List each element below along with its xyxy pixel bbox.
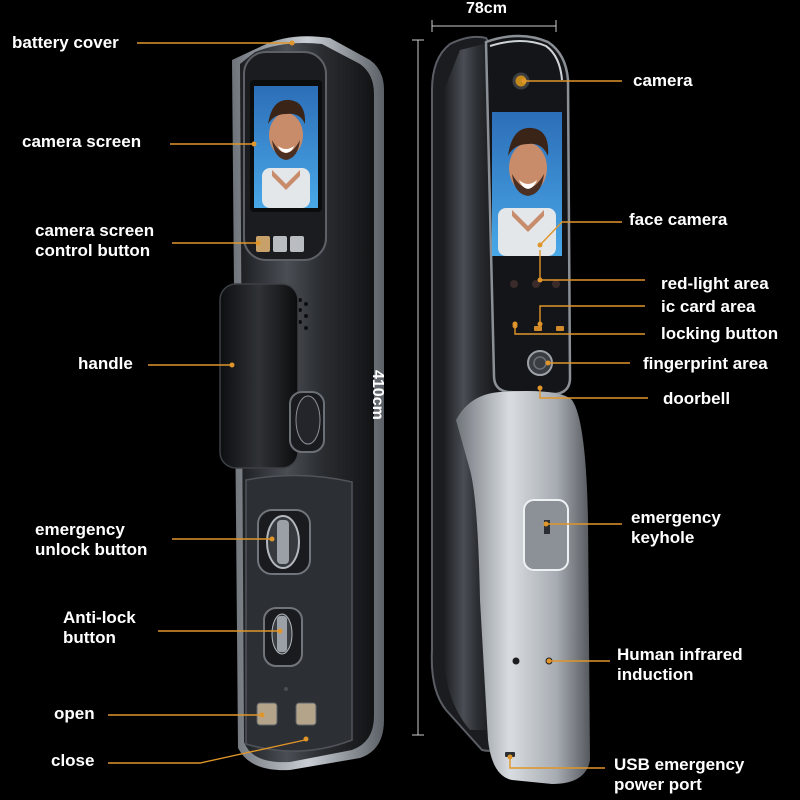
- label-emergency-unlock-1: emergency: [35, 520, 125, 539]
- emergency-keyhole-cover: [523, 499, 569, 571]
- handle-shape: [219, 283, 325, 469]
- rear-lock-body: [430, 34, 590, 784]
- label-emergency-unlock-2: unlock button: [35, 540, 148, 559]
- label-usb-port-2: power port: [614, 775, 702, 794]
- label-doorbell: doorbell: [663, 389, 731, 408]
- width-dimension: 78cm: [466, 0, 507, 17]
- label-handle: handle: [78, 354, 133, 373]
- anti-lock-knob: [263, 607, 303, 667]
- label-red-light-area: red-light area: [661, 274, 769, 293]
- label-open: open: [54, 704, 95, 723]
- label-usb-port-1: USB emergency: [614, 755, 745, 774]
- height-dimension: 410cm: [369, 370, 386, 420]
- label-ic-card-area: ic card area: [661, 297, 756, 316]
- face-photo-front: [262, 99, 310, 208]
- front-lock-body: [219, 36, 384, 771]
- label-human-infrared-2: induction: [617, 665, 694, 684]
- screen-control-buttons: [256, 236, 304, 252]
- emergency-unlock-knob: [257, 509, 311, 575]
- label-camera-screen-control-2: control button: [35, 241, 151, 260]
- infrared-sensor-1: [512, 657, 520, 665]
- label-anti-lock-1: Anti-lock: [63, 608, 136, 627]
- leader-lines: [108, 40, 648, 769]
- label-battery-cover: battery cover: [12, 33, 119, 52]
- label-camera-screen: camera screen: [22, 132, 142, 151]
- label-face-camera: face camera: [629, 210, 728, 229]
- label-fingerprint-area: fingerprint area: [643, 354, 768, 373]
- label-locking-button: locking button: [661, 324, 779, 343]
- label-close: close: [51, 751, 95, 770]
- dimension-lines: [412, 20, 557, 736]
- label-anti-lock-2: button: [63, 628, 116, 647]
- label-human-infrared-1: Human infrared: [617, 645, 743, 664]
- label-camera-screen-control-1: camera screen: [35, 221, 155, 240]
- label-emergency-keyhole-2: keyhole: [631, 528, 695, 547]
- label-camera: camera: [633, 71, 693, 90]
- label-emergency-keyhole-1: emergency: [631, 508, 721, 527]
